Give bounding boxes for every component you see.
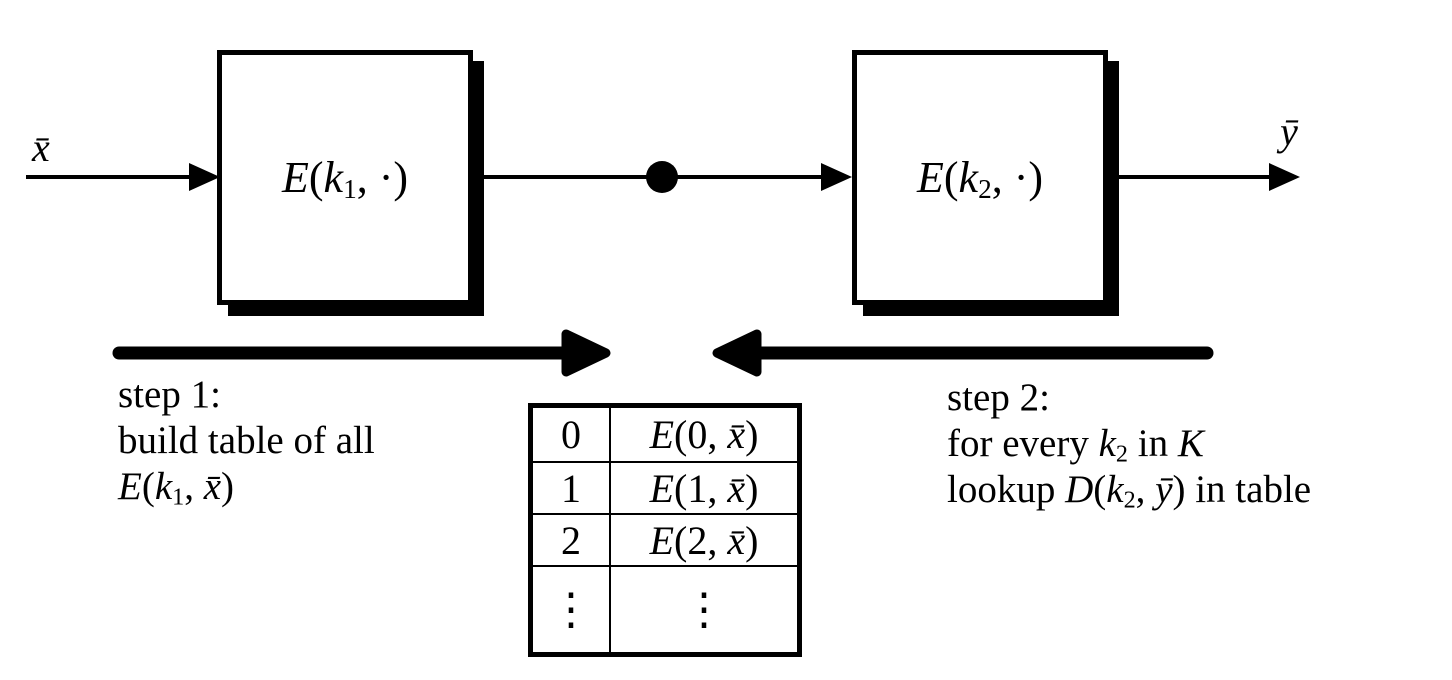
- step1-line2: build table of all: [118, 419, 375, 462]
- math-run: E: [649, 412, 674, 457]
- vertical-ellipsis: ⋮: [549, 584, 593, 634]
- math-run: E: [118, 465, 142, 508]
- lookup-table: 0 E(0, x̄) 1 E(1, x̄) 2 E(2, x̄) ⋮ ⋮: [528, 403, 802, 657]
- math-run: E: [281, 153, 309, 202]
- step1-thick-arrow: [112, 329, 611, 377]
- encryption-box-1: E(k1, ·): [217, 50, 473, 305]
- math-run: (0,: [674, 412, 728, 457]
- output-label-ybar: ȳ: [1280, 109, 1298, 154]
- math-run: ): [745, 412, 759, 457]
- math-run: k: [323, 153, 344, 202]
- math-run: ,: [1135, 468, 1156, 511]
- math-run: ): [745, 517, 759, 563]
- step2-line2: for every k2 in K: [947, 421, 1311, 467]
- math-run: (2,: [674, 517, 728, 563]
- junction-dot: [646, 161, 678, 193]
- middle-connector: [473, 161, 852, 193]
- math-subscript: 2: [1115, 440, 1128, 468]
- input-label-xbar: x̄: [32, 125, 50, 170]
- math-run: x̄: [727, 412, 746, 457]
- step1-expression: E(k1, x̄): [118, 464, 375, 510]
- math-subscript: 2: [1123, 486, 1136, 514]
- table-value-cell: E(1, x̄): [611, 463, 797, 515]
- step2-title: step 2:: [947, 376, 1050, 419]
- box1-label: E(k1, ·): [282, 152, 408, 203]
- math-run: E: [649, 517, 674, 563]
- text-run: in: [1128, 422, 1178, 465]
- math-subscript: 1: [343, 174, 357, 204]
- middle-arrowhead-icon: [821, 163, 852, 191]
- table-ellipsis-value-cell: ⋮: [611, 567, 797, 652]
- vertical-ellipsis: ⋮: [682, 584, 726, 634]
- math-run: (: [308, 153, 324, 202]
- table-value: E(1, x̄): [650, 465, 759, 512]
- math-run: x̄: [727, 465, 746, 511]
- math-subscript: 2: [978, 174, 992, 204]
- table-key-cell: 2: [533, 515, 611, 567]
- math-run: ): [745, 465, 759, 511]
- math-run: ): [221, 465, 235, 508]
- encryption-box-2: E(k2, ·): [852, 50, 1108, 305]
- input-arrow: [26, 163, 220, 191]
- step1-arrowhead-icon: [561, 329, 611, 377]
- step2-caption: step 2: for every k2 in K lookup D(k2, ȳ…: [947, 375, 1311, 513]
- table-value: E(0, x̄): [650, 411, 759, 458]
- math-run: k: [958, 153, 979, 202]
- table-key: 2: [561, 517, 581, 563]
- math-run: D: [1065, 468, 1094, 511]
- output-arrowhead-icon: [1269, 163, 1300, 191]
- table-value-cell: E(0, x̄): [611, 408, 797, 463]
- math-run: (1,: [674, 465, 728, 511]
- math-run: (: [141, 465, 155, 508]
- math-run: E: [649, 465, 674, 511]
- table-key: 1: [561, 465, 581, 511]
- text-run: lookup: [947, 468, 1066, 511]
- math-run: , ·): [991, 153, 1044, 202]
- table-key: 0: [561, 412, 581, 457]
- input-arrowhead-icon: [189, 163, 220, 191]
- math-run: x̄: [203, 465, 222, 508]
- math-run: (: [1093, 468, 1107, 511]
- step2-arrowhead-icon: [712, 329, 762, 377]
- script-K: K: [1177, 422, 1204, 465]
- step2-thick-arrow: [712, 329, 1214, 377]
- math-run: k: [154, 465, 173, 508]
- math-run: k: [1106, 468, 1124, 511]
- step1-caption: step 1: build table of all E(k1, x̄): [118, 372, 375, 510]
- step1-title: step 1:: [118, 373, 221, 416]
- text-run: ) in table: [1172, 468, 1312, 511]
- math-run: ,: [184, 465, 204, 508]
- table-value-cell: E(2, x̄): [611, 515, 797, 567]
- math-run: ȳ: [1155, 468, 1173, 511]
- output-arrow: [1108, 163, 1300, 191]
- box2-label: E(k2, ·): [917, 152, 1043, 203]
- math-run: k: [1098, 422, 1116, 465]
- math-run: x̄: [727, 517, 746, 563]
- table-key-cell: 0: [533, 408, 611, 463]
- math-run: , ·): [356, 153, 409, 202]
- table-key-cell: 1: [533, 463, 611, 515]
- step2-line3: lookup D(k2, ȳ) in table: [947, 467, 1311, 513]
- math-subscript: 1: [172, 483, 185, 511]
- math-run: E: [916, 153, 944, 202]
- table-ellipsis-key-cell: ⋮: [533, 567, 611, 652]
- math-run: (: [943, 153, 959, 202]
- text-run: for every: [947, 422, 1099, 465]
- table-value: E(2, x̄): [650, 517, 759, 564]
